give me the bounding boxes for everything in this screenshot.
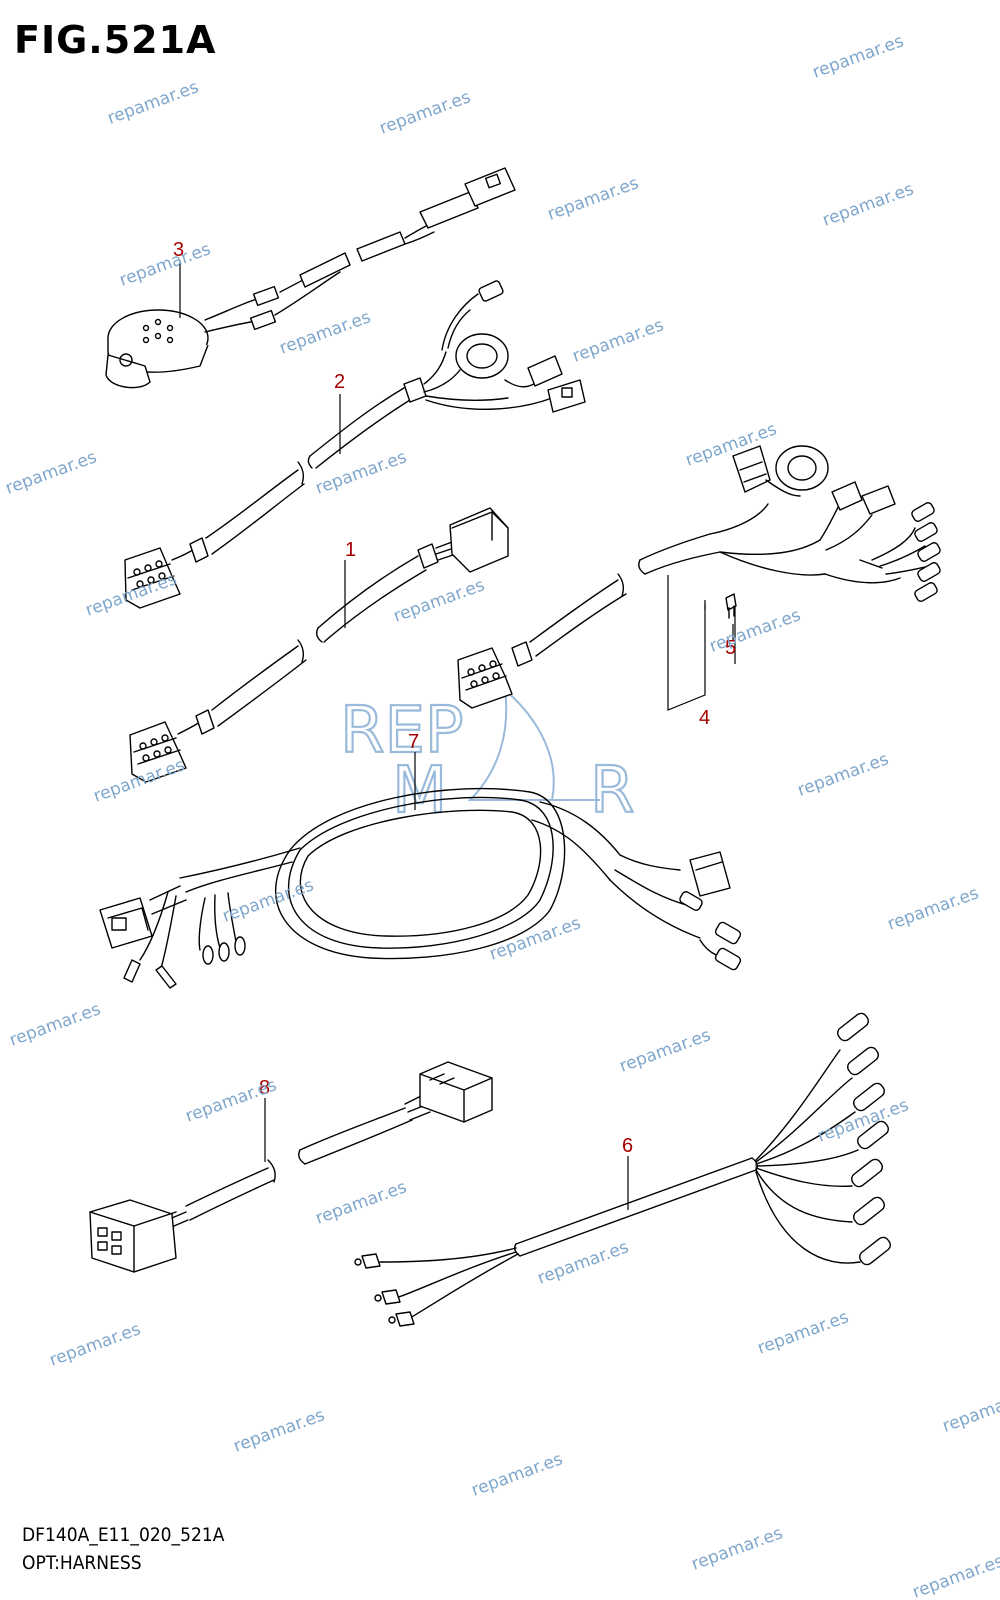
leader-lines bbox=[179, 262, 629, 1210]
callout-2: 2 bbox=[334, 371, 345, 393]
watermark-text: repamar.es bbox=[885, 883, 982, 934]
callout-4: 4 bbox=[699, 707, 710, 729]
watermark-text: repamar.es bbox=[617, 1025, 714, 1076]
watermark-text: repamar.es bbox=[545, 173, 642, 224]
watermark-logo-r: R bbox=[590, 754, 634, 828]
watermark-text: repamar.es bbox=[313, 1177, 410, 1228]
watermark-logo: REP M R bbox=[339, 687, 636, 829]
group-name: OPT:HARNESS bbox=[22, 1552, 142, 1574]
watermark-logo-top: REP bbox=[340, 694, 464, 768]
watermark-text: repamar.es bbox=[469, 1449, 566, 1500]
watermark-text: repamar.es bbox=[755, 1307, 852, 1358]
watermark-text: repamar.es bbox=[3, 447, 100, 498]
watermark-text: repamar.es bbox=[570, 315, 667, 366]
figure-title: FIG.521A bbox=[14, 18, 217, 62]
callout-3: 3 bbox=[173, 239, 184, 261]
callout-6: 6 bbox=[622, 1135, 633, 1157]
part-1-harness bbox=[129, 507, 509, 783]
watermark-text: repamar.es bbox=[277, 307, 374, 358]
watermark-texts: repamar.es repamar.es repamar.es repamar… bbox=[3, 31, 1000, 1600]
part-2-harness bbox=[124, 280, 586, 609]
watermark-text: repamar.es bbox=[910, 1551, 1000, 1600]
part-7-looped-harness bbox=[99, 787, 742, 989]
part-8-harness bbox=[89, 1061, 493, 1273]
callout-8: 8 bbox=[259, 1077, 270, 1099]
model-code: DF140A_E11_020_521A bbox=[22, 1524, 225, 1546]
watermark-text: repamar.es bbox=[231, 1405, 328, 1456]
callout-1: 1 bbox=[345, 539, 356, 561]
part-6-wire-harness bbox=[354, 1012, 891, 1327]
part-3-sensor-harness bbox=[105, 167, 516, 389]
watermark-text: repamar.es bbox=[689, 1523, 786, 1574]
part-4-harness bbox=[457, 445, 941, 711]
callout-numbers: 1 2 3 4 5 6 7 8 bbox=[173, 239, 736, 1157]
watermark-text: repamar.es bbox=[117, 239, 214, 290]
watermark-text: repamar.es bbox=[313, 447, 410, 498]
watermark-text: repamar.es bbox=[377, 87, 474, 138]
watermark-text: repamar.es bbox=[820, 179, 917, 230]
watermark-text: repamar.es bbox=[810, 31, 907, 82]
watermark-text: repamar.es bbox=[105, 77, 202, 128]
watermark-text: repamar.es bbox=[220, 875, 317, 926]
callout-5: 5 bbox=[725, 637, 736, 659]
callout-7: 7 bbox=[408, 731, 419, 753]
watermark-text: repamar.es bbox=[795, 749, 892, 800]
watermark-text: repamar.es bbox=[487, 913, 584, 964]
watermark-text: repamar.es bbox=[707, 605, 804, 656]
watermark-text: repamar.es bbox=[940, 1385, 1000, 1436]
watermark-text: repamar.es bbox=[7, 999, 104, 1050]
watermark-text: repamar.es bbox=[47, 1319, 144, 1370]
